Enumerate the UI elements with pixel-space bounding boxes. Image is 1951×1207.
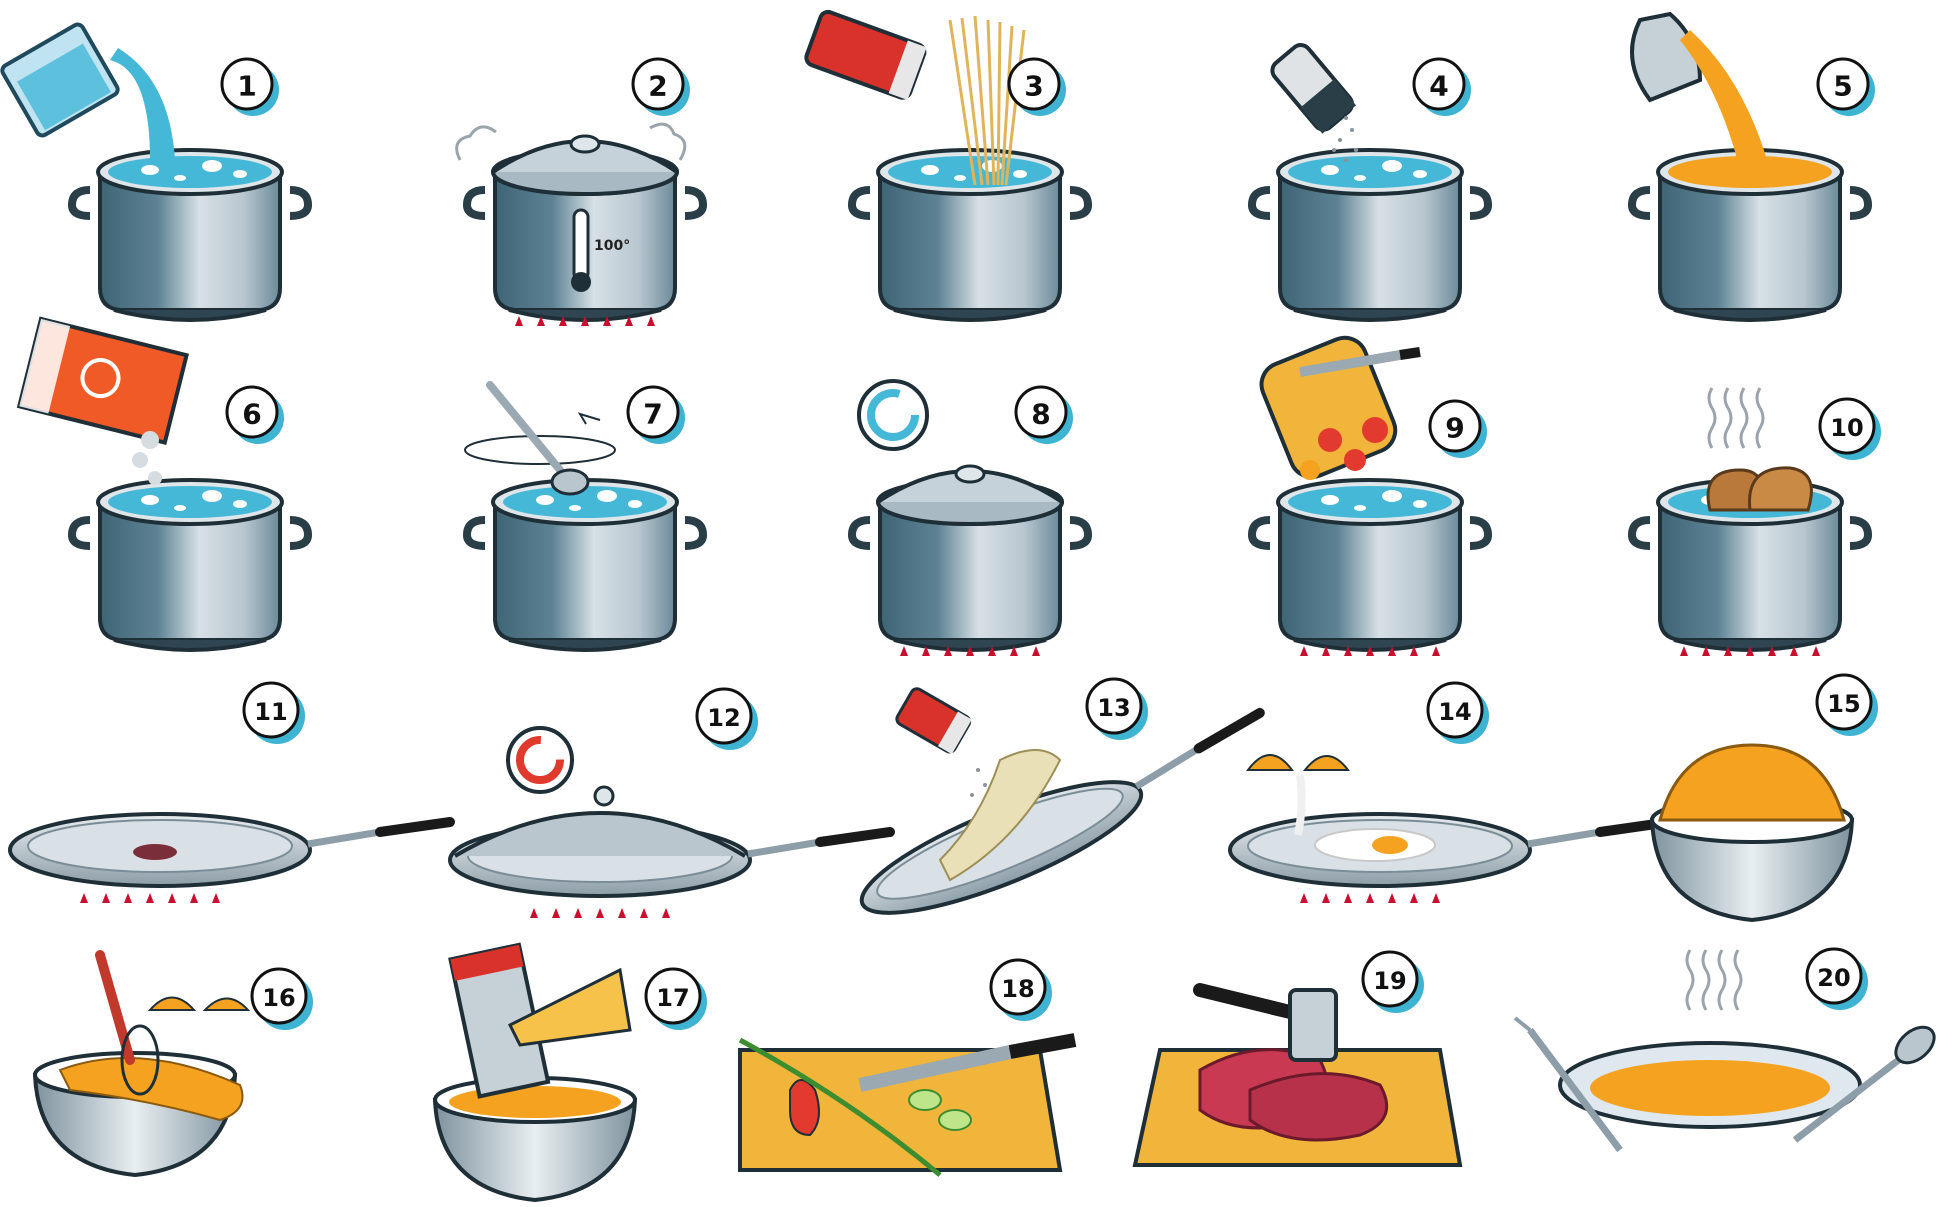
step-number: 6 — [242, 398, 261, 431]
step-badge-2: 2 — [633, 59, 690, 116]
step-badge-18: 18 — [991, 960, 1052, 1021]
step-16-illustration — [35, 955, 248, 1175]
step-13-illustration — [849, 687, 1284, 938]
step-number: 19 — [1373, 967, 1406, 995]
step-badge-3: 3 — [1009, 59, 1066, 116]
step-number: 14 — [1438, 698, 1471, 726]
step-number: 12 — [707, 704, 740, 732]
step-17-illustration — [435, 945, 635, 1200]
step-number: 15 — [1827, 690, 1860, 718]
step-14-illustration — [1230, 755, 1670, 903]
step-badge-15: 15 — [1817, 675, 1878, 736]
step-badge-5: 5 — [1818, 59, 1875, 116]
step-badge-19: 19 — [1363, 952, 1424, 1013]
step-6-illustration — [19, 319, 308, 650]
step-number: 13 — [1097, 694, 1130, 722]
step-badge-6: 6 — [227, 387, 284, 444]
step-badge-11: 11 — [244, 683, 305, 744]
step-number: 10 — [1830, 414, 1863, 442]
step-badge-13: 13 — [1087, 679, 1148, 740]
step-badge-9: 9 — [1430, 401, 1487, 458]
step-number: 4 — [1429, 70, 1448, 103]
step-20-illustration — [1515, 950, 1941, 1150]
step-number: 18 — [1001, 975, 1034, 1003]
step-3-illustration — [804, 10, 1088, 320]
step-12-illustration — [450, 728, 890, 918]
step-badge-10: 10 — [1820, 399, 1881, 460]
step-badge-4: 4 — [1414, 59, 1471, 116]
step-number: 7 — [643, 398, 662, 431]
step-badge-1: 1 — [222, 59, 279, 116]
step-number: 9 — [1445, 412, 1464, 445]
step-19-illustration — [1135, 990, 1460, 1165]
step-badge-12: 12 — [697, 689, 758, 750]
step-badge-16: 16 — [252, 969, 313, 1030]
step-number: 1 — [237, 70, 256, 103]
step-number: 16 — [262, 984, 295, 1012]
step-number: 17 — [656, 984, 689, 1012]
step-number: 20 — [1817, 964, 1850, 992]
step-number: 2 — [648, 70, 667, 103]
step-badge-20: 20 — [1807, 949, 1868, 1010]
step-15-illustration — [1652, 745, 1852, 920]
step-11-illustration — [10, 814, 450, 903]
step-badge-7: 7 — [628, 387, 685, 444]
step-number: 8 — [1031, 398, 1050, 431]
step-badge-8: 8 — [1016, 387, 1073, 444]
step-badge-17: 17 — [646, 969, 707, 1030]
step-number: 5 — [1833, 70, 1852, 103]
thermometer-label: 100° — [594, 238, 630, 254]
step-number: 11 — [254, 698, 287, 726]
step-number: 3 — [1024, 70, 1043, 103]
step-2-illustration: 100° — [457, 124, 703, 326]
step-badge-14: 14 — [1428, 683, 1489, 744]
step-9-illustration — [1252, 331, 1488, 656]
step-18-illustration — [740, 1040, 1075, 1175]
